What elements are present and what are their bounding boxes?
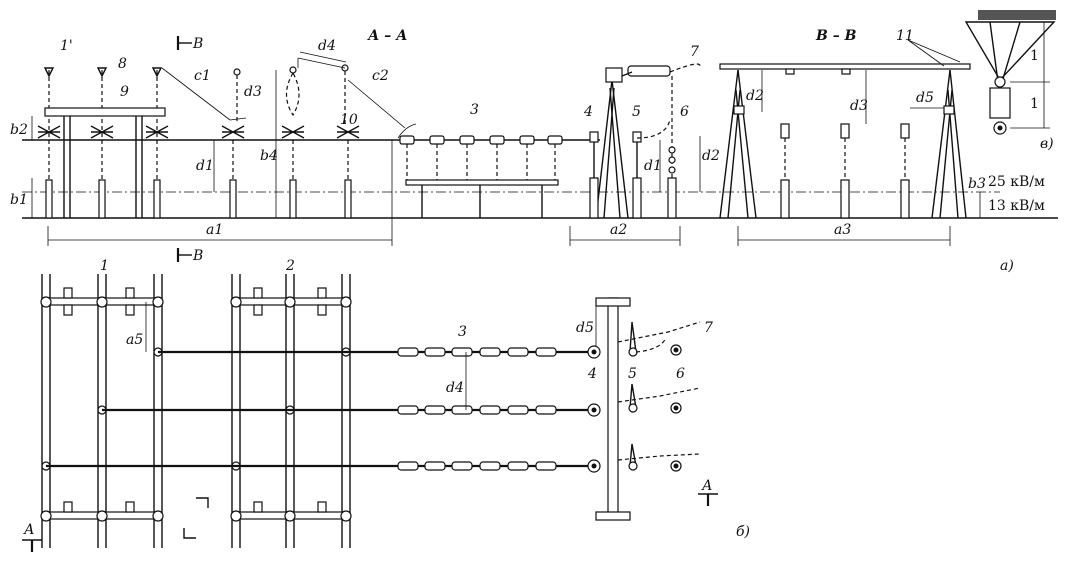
label-10: 10 — [340, 112, 358, 128]
dim-b3: b3 — [968, 176, 986, 192]
section-aa-elevation: 1' 8 9 В В А – А 10 3 4 5 6 7 c1 c2 d4 d… — [10, 28, 1058, 264]
label-6-top: 6 — [680, 104, 689, 120]
dim-a1: a1 — [206, 222, 223, 238]
label-4-top: 4 — [583, 104, 593, 120]
dim-a2: a2 — [610, 222, 627, 238]
dim-d2-bb: d2 — [746, 88, 764, 104]
plan-view-b: 1 2 3 4 5 6 7 a5 d4 d5 А А б) — [22, 258, 750, 552]
disconnector-structure — [589, 63, 701, 219]
label-6-plan: 6 — [676, 366, 685, 382]
label-8: 8 — [118, 56, 127, 72]
label-1-prime: 1' — [60, 38, 73, 54]
plan-nodes — [40, 296, 352, 522]
dim-d5-plan: d5 — [576, 320, 594, 336]
section-aa-title: А – А — [367, 28, 408, 44]
label-a-right: А — [701, 478, 713, 494]
label-5-top: 5 — [632, 104, 641, 120]
dim-a5: a5 — [126, 332, 143, 348]
label-a-left: А — [23, 522, 35, 538]
section-bb-elevation: В – В d2 d3 d5 a3 b3 25 кВ/м 13 кВ/м а) — [719, 28, 1045, 274]
label-7-top: 7 — [690, 44, 699, 60]
dim-d5-bb: d5 — [916, 90, 934, 106]
label-3-top: 3 — [470, 102, 479, 118]
label-b-bottom: В — [192, 248, 203, 264]
section-bb-title: В – В — [815, 28, 857, 44]
dim-d1-aa: d1 — [196, 158, 214, 174]
view-v-label: в) — [1040, 136, 1054, 152]
dimension-lines-aa — [31, 70, 701, 246]
label-5-plan: 5 — [628, 366, 637, 382]
insulator-string-3 — [399, 135, 563, 218]
label-3-plan: 3 — [458, 324, 467, 340]
detail-view-v: 11 1 1 в) — [896, 10, 1056, 152]
insulator-crosses — [37, 125, 360, 139]
dim-a3: a3 — [834, 222, 851, 238]
dim-d3-bb: d3 — [850, 98, 868, 114]
label-7-plan: 7 — [704, 320, 713, 336]
dim-b4: b4 — [260, 148, 278, 164]
label-one-top: 1 — [1030, 48, 1039, 64]
gantry-9 — [44, 107, 166, 218]
label-b-top: В — [192, 36, 203, 52]
view-a-label: а) — [1000, 258, 1014, 274]
dim-b1: b1 — [10, 192, 28, 208]
plan-insulators — [397, 347, 557, 471]
dim-b2: b2 — [10, 122, 28, 138]
dim-d4-top: d4 — [318, 38, 336, 54]
dim-d2-right: d2 — [702, 148, 720, 164]
level-13kv: 13 кВ/м — [988, 198, 1045, 214]
dim-c2: c2 — [372, 68, 389, 84]
dim-c1: c1 — [194, 68, 211, 84]
dim-d1-right: d1 — [644, 158, 662, 174]
dim-d4-plan: d4 — [446, 380, 464, 396]
label-one-bottom: 1 — [1030, 96, 1039, 112]
label-group-2: 2 — [285, 258, 295, 274]
view-b-label: б) — [736, 524, 750, 540]
label-group-1: 1 — [100, 258, 109, 274]
support-posts — [45, 70, 352, 219]
level-25kv: 25 кВ/м — [988, 174, 1045, 190]
label-4-plan: 4 — [587, 366, 597, 382]
dim-d3-aa: d3 — [244, 84, 262, 100]
label-11: 11 — [896, 28, 914, 44]
label-9: 9 — [120, 84, 129, 100]
